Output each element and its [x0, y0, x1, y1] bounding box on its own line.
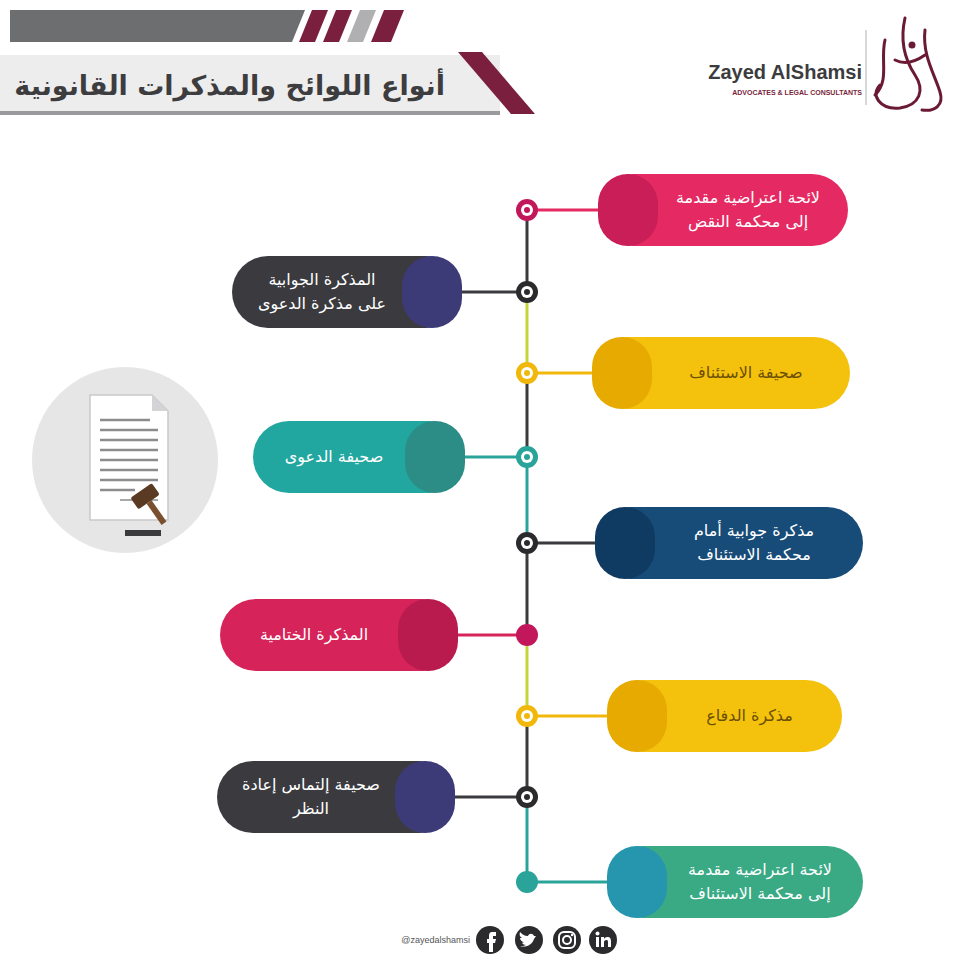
header-stripe: [299, 10, 328, 42]
pill-label: مذكرة جوابية أمام محكمة الاستئناف: [669, 519, 839, 567]
header-stripe: [371, 10, 404, 42]
pill-cap: [405, 421, 465, 493]
pill-label: لائحة اعتراضية مقدمة إلى محكمة الاستئناف: [681, 858, 839, 906]
logo-divider: [866, 30, 867, 105]
pill-cap: [402, 256, 462, 328]
pill-text-box: صحيفة الاستئناف: [666, 337, 826, 409]
timeline-pill: صحيفة الدعوى: [253, 421, 465, 493]
pill-cap: [607, 680, 667, 752]
pill-label: لائحة اعتراضية مقدمة إلى محكمة النقض: [672, 186, 824, 234]
logo-text: ADVOCATES & LEGAL CONSULTANTS: [732, 89, 862, 96]
timeline-pill: المذكرة الجوابية على مذكرة الدعوى: [232, 256, 462, 328]
pill-text-box: مذكرة جوابية أمام محكمة الاستئناف: [669, 507, 839, 579]
title-stripe: [458, 52, 535, 114]
logo-mark: [875, 18, 941, 110]
pill-label: مذكرة الدفاع: [706, 704, 793, 728]
pill-label: صحيفة الدعوى: [285, 445, 384, 469]
pill-cap: [398, 599, 458, 671]
pill-text-box: لائحة اعتراضية مقدمة إلى محكمة الاستئناف: [681, 846, 839, 918]
pill-text-box: المذكرة الجوابية على مذكرة الدعوى: [256, 256, 388, 328]
pill-text-box: صحيفة الدعوى: [277, 421, 391, 493]
pill-text-box: مذكرة الدفاع: [681, 680, 818, 752]
pill-label: المذكرة الختامية: [260, 623, 368, 647]
social-icons: [476, 926, 617, 954]
timeline-pill: صحيفة الاستئناف: [592, 337, 850, 409]
pill-label: صحيفة إلتماس إعادة النظر: [241, 773, 381, 821]
pill-text-box: لائحة اعتراضية مقدمة إلى محكمة النقض: [672, 174, 824, 246]
pill-cap: [395, 761, 455, 833]
pill-cap: [592, 337, 652, 409]
timeline-pill: مذكرة الدفاع: [607, 680, 842, 752]
diagram-title: أنواع اللوائح والمذكرات القانونية: [14, 70, 445, 101]
document-illustration: [32, 367, 218, 553]
timeline-pill: صحيفة إلتماس إعادة النظر: [217, 761, 455, 833]
timeline-pill: لائحة اعتراضية مقدمة إلى محكمة النقض: [598, 174, 848, 246]
header-bar: [10, 10, 305, 42]
social-handle: @zayedalshamsi: [401, 935, 470, 945]
pill-cap: [595, 507, 655, 579]
header-stripe: [347, 10, 376, 42]
pill-label: المذكرة الجوابية على مذكرة الدعوى: [256, 268, 388, 316]
pill-text-box: صحيفة إلتماس إعادة النظر: [241, 761, 381, 833]
title-underline: [0, 111, 500, 115]
header-stripe: [323, 10, 352, 42]
pill-cap: [598, 174, 658, 246]
pill-label: صحيفة الاستئناف: [689, 361, 802, 385]
title-panel: [0, 55, 500, 115]
timeline-pill: مذكرة جوابية أمام محكمة الاستئناف: [595, 507, 863, 579]
timeline-pill: المذكرة الختامية: [220, 599, 458, 671]
timeline-pill: لائحة اعتراضية مقدمة إلى محكمة الاستئناف: [607, 846, 863, 918]
pill-cap: [607, 846, 667, 918]
pill-text-box: المذكرة الختامية: [244, 599, 384, 671]
timeline-dot: [516, 199, 538, 893]
logo-text: Zayed AlShamsi: [708, 61, 862, 84]
